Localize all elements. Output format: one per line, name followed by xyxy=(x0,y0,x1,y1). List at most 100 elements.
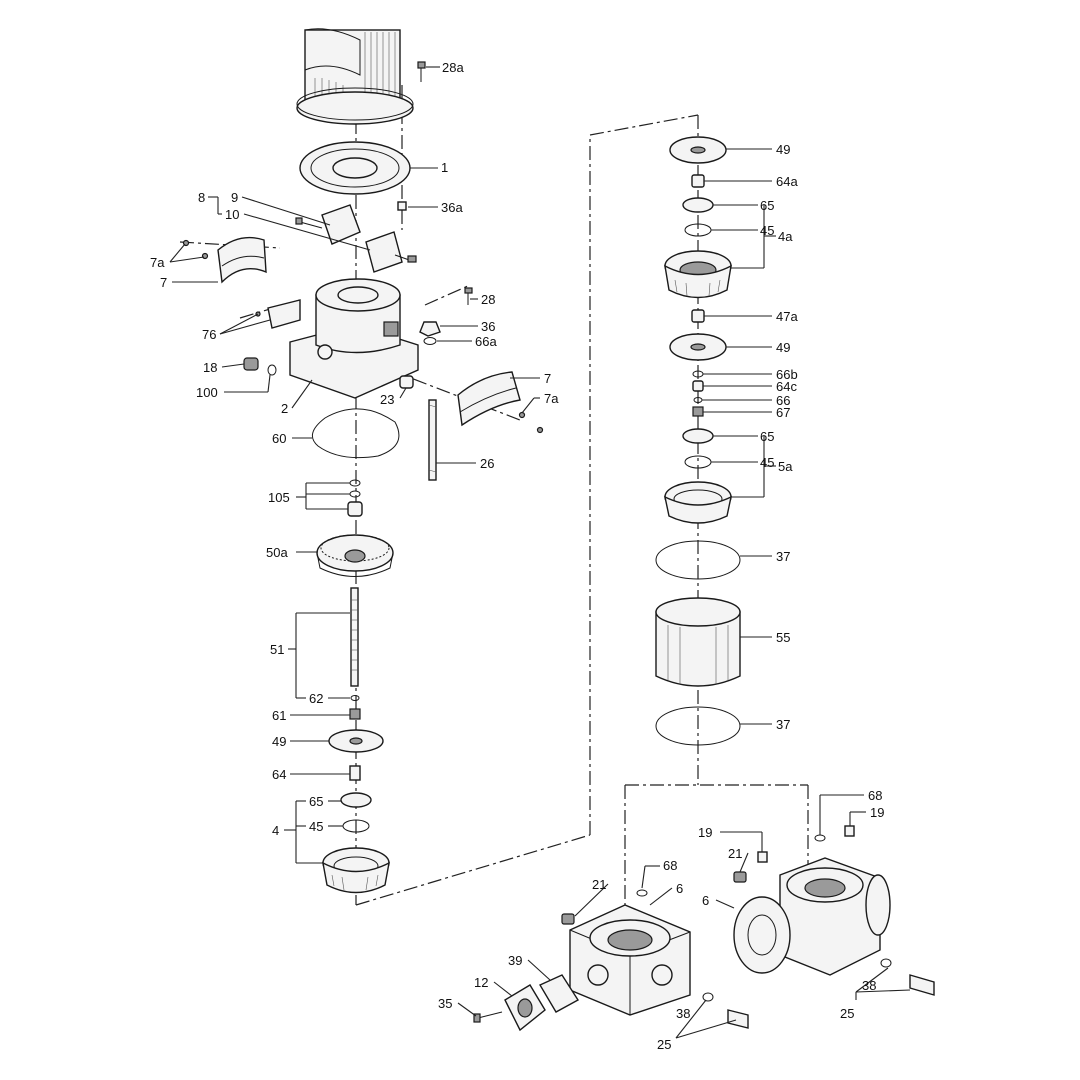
nut-36 xyxy=(419,321,441,337)
chamber-4a xyxy=(664,250,732,299)
shaft-seal-105 xyxy=(347,479,363,517)
label-68-left: 68 xyxy=(663,858,677,873)
label-105: 105 xyxy=(268,490,290,505)
label-7-right: 7 xyxy=(544,371,551,386)
label-49-left: 49 xyxy=(272,734,286,749)
label-2: 2 xyxy=(281,401,288,416)
label-66: 66 xyxy=(776,393,790,408)
label-37-top: 37 xyxy=(776,549,790,564)
label-45-4a: 45 xyxy=(760,223,774,238)
coupling-guard-7-left xyxy=(182,236,267,284)
chamber-top-50a xyxy=(316,534,394,577)
label-7a-right: 7a xyxy=(544,391,559,406)
coupling-9-10 xyxy=(295,204,417,273)
label-10: 10 xyxy=(225,207,239,222)
label-65-5a: 65 xyxy=(760,429,774,444)
nut-61 xyxy=(349,708,361,720)
label-23: 23 xyxy=(380,392,394,407)
base-6-left xyxy=(569,904,691,1016)
bolt-35 xyxy=(473,1011,503,1023)
motor xyxy=(296,28,414,125)
nut-36a xyxy=(397,201,407,211)
staybolt-26 xyxy=(428,399,437,481)
label-49-top: 49 xyxy=(776,142,790,157)
label-26: 26 xyxy=(480,456,494,471)
oring-37-top xyxy=(655,540,741,580)
label-5a: 5a xyxy=(778,459,793,474)
impeller-49-mid xyxy=(669,333,727,361)
label-7a-left: 7a xyxy=(150,255,165,270)
ring-65-5a xyxy=(682,428,714,444)
ring-65-left xyxy=(340,792,372,808)
base-6-right xyxy=(733,857,891,976)
flange-ring-1 xyxy=(299,141,411,195)
label-7-left: 7 xyxy=(160,275,167,290)
screw-28 xyxy=(464,287,473,305)
label-64: 64 xyxy=(272,767,286,782)
plug-18 xyxy=(243,357,259,371)
label-8: 8 xyxy=(198,190,205,205)
label-65-left: 65 xyxy=(309,794,323,809)
plug-23 xyxy=(399,375,414,389)
ring-65-4a xyxy=(682,197,714,213)
sleeve-64 xyxy=(349,765,361,781)
sleeve-47a xyxy=(691,309,705,323)
label-64c: 64c xyxy=(776,379,797,394)
ring-66a xyxy=(423,337,437,345)
coupling-guard-7-right xyxy=(457,371,544,434)
label-49-mid: 49 xyxy=(776,340,790,355)
oring-60 xyxy=(311,408,400,459)
label-1: 1 xyxy=(441,160,448,175)
label-38-right: 38 xyxy=(862,978,876,993)
label-37-bottom: 37 xyxy=(776,717,790,732)
label-25-left: 25 xyxy=(657,1037,671,1052)
flange-12 xyxy=(504,984,546,1032)
label-76: 76 xyxy=(202,327,216,342)
label-28: 28 xyxy=(481,292,495,307)
screw-28a xyxy=(417,61,426,82)
gasket-39 xyxy=(539,974,579,1013)
label-51: 51 xyxy=(270,642,284,657)
pump-head-2 xyxy=(289,278,419,399)
label-55: 55 xyxy=(776,630,790,645)
label-36: 36 xyxy=(481,319,495,334)
label-66b: 66b xyxy=(776,367,798,382)
label-64a: 64a xyxy=(776,174,798,189)
label-50a: 50a xyxy=(266,545,288,560)
label-18: 18 xyxy=(203,360,217,375)
label-100: 100 xyxy=(196,385,218,400)
oring-100 xyxy=(267,364,277,376)
label-12: 12 xyxy=(474,975,488,990)
plug-21-left xyxy=(561,913,575,925)
sleeve-55 xyxy=(655,597,741,687)
valve-25-right xyxy=(880,958,935,996)
label-67: 67 xyxy=(776,405,790,420)
leader-lines xyxy=(169,66,911,1039)
chamber-4 xyxy=(322,847,390,894)
label-6-left: 6 xyxy=(676,881,683,896)
label-66a: 66a xyxy=(475,334,497,349)
impeller-49-left xyxy=(328,729,384,753)
label-19-mid: 19 xyxy=(698,825,712,840)
oring-37-bottom xyxy=(655,706,741,746)
valve-25-left xyxy=(702,992,749,1029)
label-45-left: 45 xyxy=(309,819,323,834)
part-labels: 28a 1 36a 8 9 10 7a 7 28 36 66a 76 18 10… xyxy=(150,60,884,1052)
ring-62 xyxy=(350,695,360,701)
label-9: 9 xyxy=(231,190,238,205)
label-39: 39 xyxy=(508,953,522,968)
label-60: 60 xyxy=(272,431,286,446)
shaft-51 xyxy=(350,587,359,687)
label-25-right: 25 xyxy=(840,1006,854,1021)
label-38-left: 38 xyxy=(676,1006,690,1021)
label-68-right: 68 xyxy=(868,788,882,803)
sleeve-64a xyxy=(691,174,705,188)
label-28a: 28a xyxy=(442,60,464,75)
label-4: 4 xyxy=(272,823,279,838)
label-21-left: 21 xyxy=(592,877,606,892)
label-6-right: 6 xyxy=(702,893,709,908)
label-19-right: 19 xyxy=(870,805,884,820)
chamber-5a xyxy=(664,481,732,524)
label-47a: 47a xyxy=(776,309,798,324)
